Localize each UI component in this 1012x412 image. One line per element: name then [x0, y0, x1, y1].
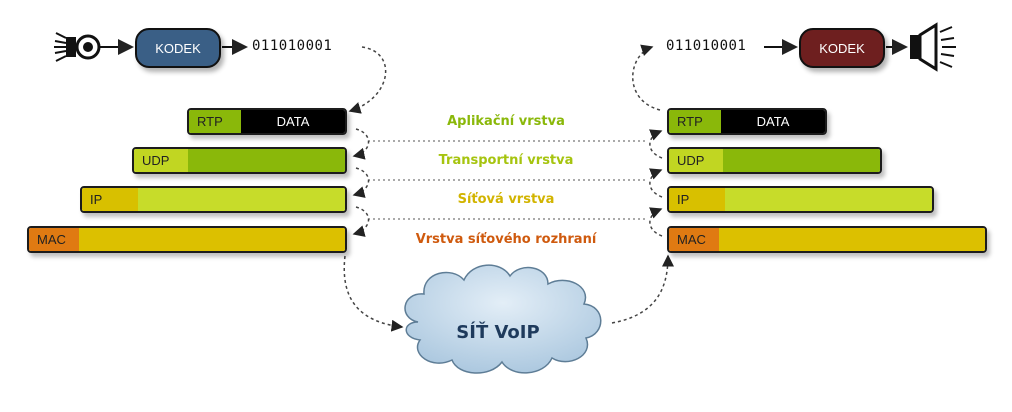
sender-codec-label: KODEK: [155, 40, 201, 56]
sender-data-payload: DATA: [241, 110, 345, 133]
sender-mac-frame: MAC: [27, 226, 347, 253]
layer-separators: [368, 140, 648, 220]
receiver-flow-arrows: [611, 44, 674, 324]
speaker-icon: [910, 22, 956, 72]
sender-codec: KODEK: [135, 28, 221, 68]
receiver-bitstream: 011010001: [666, 38, 747, 54]
sender-udp-header: UDP: [134, 149, 188, 172]
transport-layer-label: Transportní vrstva: [438, 153, 574, 168]
receiver-data-payload: DATA: [721, 110, 825, 133]
link-layer-label: Vrstva síťového rozhraní: [415, 232, 597, 247]
receiver-mac-header: MAC: [669, 228, 719, 251]
voip-cloud: [404, 264, 602, 374]
sender-ip-header: IP: [82, 188, 138, 211]
sender-rtp-header: RTP: [189, 110, 241, 133]
sender-bitstream: 011010001: [252, 38, 333, 54]
receiver-mac-frame: MAC: [667, 226, 987, 253]
network-layer-label: Síťová vrstva: [457, 192, 555, 207]
receiver-udp-packet: UDP: [667, 147, 882, 174]
receiver-udp-payload: [723, 149, 880, 172]
receiver-codec: KODEK: [799, 28, 885, 68]
receiver-ip-packet: IP: [667, 186, 934, 213]
sender-ip-packet: IP: [80, 186, 347, 213]
sender-mac-payload: [79, 228, 345, 251]
receiver-mac-payload: [719, 228, 985, 251]
receiver-codec-label: KODEK: [819, 40, 865, 56]
receiver-rtp-packet: RTP DATA: [667, 108, 827, 135]
application-layer-label: Aplikační vrstva: [447, 114, 565, 129]
receiver-rtp-header: RTP: [669, 110, 721, 133]
sender-udp-payload: [188, 149, 345, 172]
sender-mac-header: MAC: [29, 228, 79, 251]
receiver-ip-payload: [725, 188, 932, 211]
sender-ip-payload: [138, 188, 345, 211]
receiver-ip-header: IP: [669, 188, 725, 211]
sender-flow-arrows: [343, 46, 404, 332]
voip-network-label: SÍŤ VoIP: [456, 322, 540, 343]
sender-rtp-packet: RTP DATA: [187, 108, 347, 135]
sender-udp-packet: UDP: [132, 147, 347, 174]
microphone-icon: [54, 32, 101, 62]
receiver-udp-header: UDP: [669, 149, 723, 172]
